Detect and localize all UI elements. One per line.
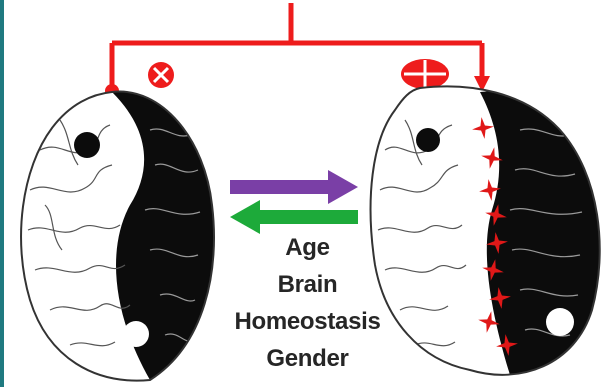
factor-age: Age: [285, 230, 329, 267]
factor-gender: Gender: [266, 341, 348, 378]
factor-homeostasis: Homeostasis: [234, 304, 380, 341]
brain-left-dark-dot: [74, 132, 100, 158]
factor-brain: Brain: [278, 267, 338, 304]
factor-list: Age Brain Homeostasis Gender: [0, 230, 615, 378]
reverse-arrow: [230, 200, 358, 234]
brain-right-dark-dot: [416, 128, 440, 152]
forward-arrow: [230, 170, 358, 204]
circle-x-icon: [148, 62, 174, 88]
circle-plus-icon: [401, 59, 449, 89]
